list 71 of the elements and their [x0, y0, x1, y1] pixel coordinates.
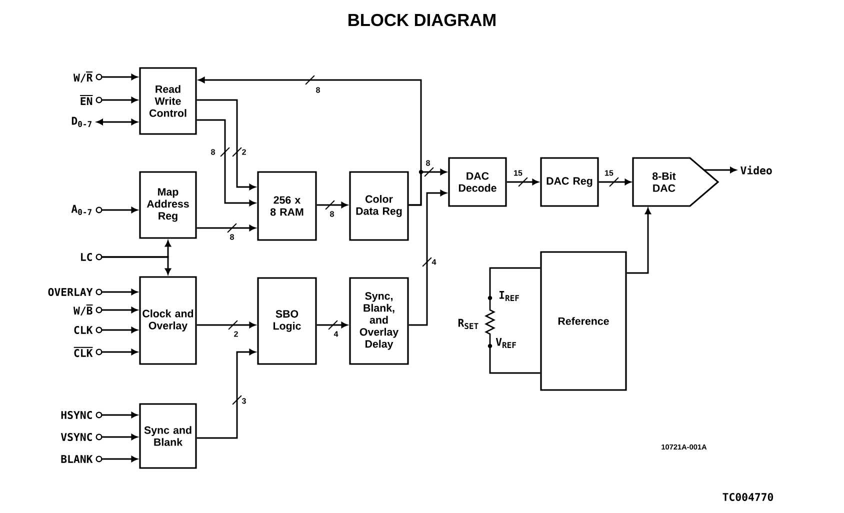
block-box: Map Address Reg: [139, 171, 197, 239]
block-box: DAC Reg: [540, 157, 599, 207]
dac-block: 8-Bit DAC: [632, 157, 720, 207]
bus-width-label: 15: [514, 170, 522, 176]
connector: [489, 267, 540, 298]
resistor-label: R$_{SET}$: [458, 318, 478, 330]
pin-label: CLK: [74, 326, 93, 334]
resistor-symbol: [484, 296, 496, 348]
connector: [196, 320, 256, 330]
connector: [102, 327, 138, 333]
connector: [102, 289, 138, 295]
bus-width-label: 2: [242, 149, 246, 155]
bus-width-label: 2: [234, 331, 238, 337]
connector: [506, 177, 538, 187]
pin-label: HSYNC: [61, 410, 92, 420]
block-box: Clock and Overlay: [139, 276, 197, 365]
block-box: Sync and Blank: [139, 403, 197, 469]
connector: [102, 307, 138, 313]
bus-width-label: 15: [605, 170, 614, 176]
block-box: Read Write Control: [139, 67, 197, 135]
connector: [626, 208, 651, 274]
pin-label: W/B̅: [73, 304, 93, 316]
connector: [102, 434, 138, 440]
pin-label: V$_{REF}$: [496, 338, 516, 348]
bus-width-label: 8: [426, 160, 430, 166]
block-box: Reference: [540, 251, 627, 391]
connector: [102, 256, 171, 274]
connector: [316, 320, 348, 330]
connector: [196, 223, 256, 233]
connector: [196, 349, 256, 439]
junction-dot: [418, 170, 424, 174]
block-box: Color Data Reg: [349, 171, 409, 241]
title: BLOCK DIAGRAM: [348, 14, 496, 26]
bus-width-label: 8: [211, 149, 215, 155]
connector: [196, 119, 256, 206]
connector: [704, 167, 736, 173]
block-box: 256 x 8 RAM: [257, 171, 317, 241]
connector: [102, 97, 138, 103]
block-box: Sync, Blank, and Overlay Delay: [349, 277, 409, 365]
connector: [102, 456, 138, 462]
pin-label: OVERLAY: [48, 288, 93, 296]
pin-label: E̅N̅: [80, 95, 93, 105]
bus-width-label: 3: [242, 398, 246, 404]
connector: [102, 74, 138, 80]
bus-width-label: 8: [330, 211, 334, 217]
connector: [489, 346, 540, 374]
bus-width-label: 4: [432, 259, 436, 265]
figure-number: TC004770: [722, 492, 774, 502]
connector: [96, 119, 138, 125]
pin-label: C̅L̅K̅: [74, 346, 93, 358]
pin-label: LC: [81, 252, 92, 262]
pin-label: W/R̅: [73, 72, 93, 82]
block-box: SBO Logic: [257, 277, 317, 365]
pin-label: D$_{0-7}$: [72, 116, 92, 128]
bus-width-label: 8: [316, 87, 320, 93]
connector: [196, 99, 256, 190]
connector: [598, 177, 631, 187]
connector: [408, 190, 446, 326]
connector: [316, 200, 348, 210]
pin-label: Video: [740, 166, 772, 174]
bus-width-label: 4: [334, 331, 338, 337]
pin-label: VSYNC: [60, 432, 92, 442]
connector: [102, 207, 138, 213]
pin-label: A$_{0-7}$: [71, 204, 92, 216]
connector: [102, 412, 138, 418]
connector: [198, 75, 422, 206]
connector: [102, 349, 138, 355]
pin-label: I$_{REF}$: [500, 291, 519, 301]
bus-width-label: 8: [230, 234, 234, 240]
pin-label: BLANK: [61, 455, 93, 463]
block-box: DAC Decode: [448, 157, 507, 207]
